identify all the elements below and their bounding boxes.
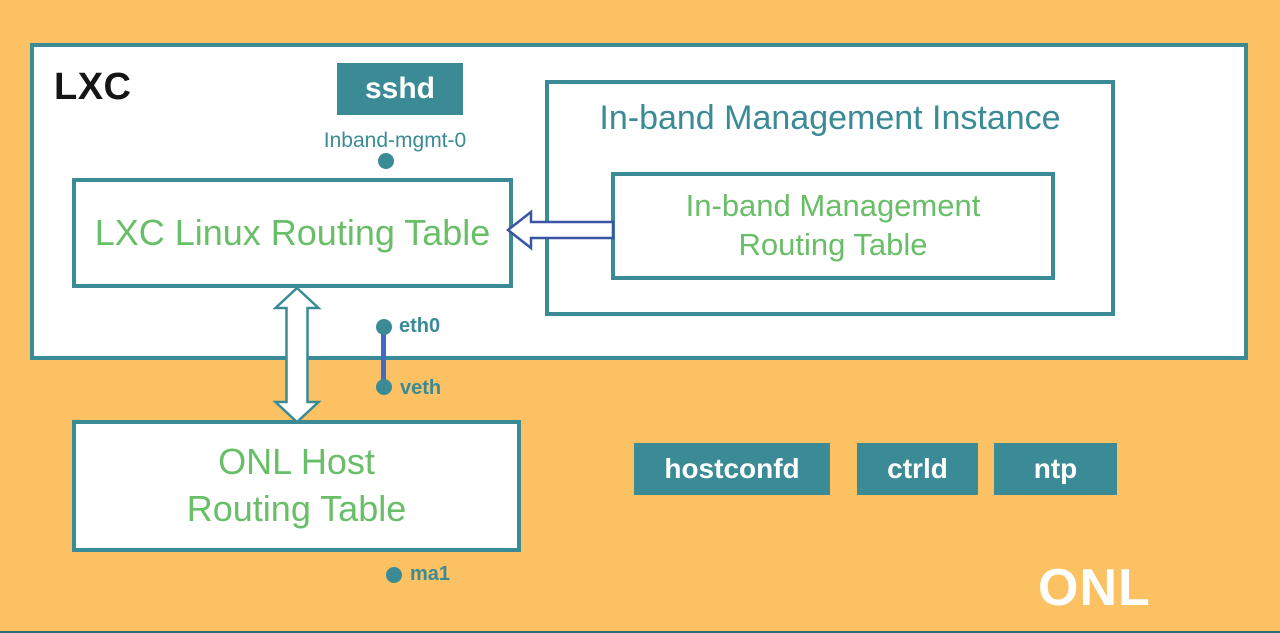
vertical-double-arrow-shape xyxy=(272,286,322,424)
lxc-label: LXC xyxy=(54,66,132,108)
onl-label: ONL xyxy=(1038,559,1151,617)
inband-management-routing-table-line2: Routing Table xyxy=(738,227,928,262)
hostconfd-badge: hostconfd xyxy=(634,443,830,495)
left-arrow xyxy=(505,209,615,251)
inband-mgmt0-port-dot xyxy=(378,153,394,169)
lxc-linux-routing-table-box: LXC Linux Routing Table xyxy=(72,178,513,288)
eth0-port-dot xyxy=(376,319,392,335)
inband-management-instance-title: In-band Management Instance xyxy=(599,99,1061,137)
ma1-label: ma1 xyxy=(410,563,451,585)
eth0-label: eth0 xyxy=(399,315,441,337)
veth-port-dot xyxy=(376,379,392,395)
vertical-double-arrow xyxy=(272,286,322,424)
onl-host-routing-table-line2: Routing Table xyxy=(186,488,407,529)
inband-mgmt0-label: Inband-mgmt-0 xyxy=(323,129,467,152)
eth0-veth-connector-line xyxy=(381,327,386,387)
ma1-port-dot xyxy=(386,567,402,583)
left-arrow-shape xyxy=(505,209,615,251)
onl-host-routing-table-line1: ONL Host xyxy=(218,441,375,483)
ctrld-badge: ctrld xyxy=(857,443,978,495)
ntp-badge: ntp xyxy=(994,443,1117,495)
sshd-badge: sshd xyxy=(337,63,463,115)
veth-label: veth xyxy=(400,377,442,399)
lxc-linux-routing-table-label: LXC Linux Routing Table xyxy=(94,212,491,253)
inband-management-routing-table-line1: In-band Management xyxy=(685,188,981,224)
inband-management-routing-table-box: In-band Management Routing Table xyxy=(611,172,1055,280)
onl-host-routing-table-box: ONL Host Routing Table xyxy=(72,420,521,552)
